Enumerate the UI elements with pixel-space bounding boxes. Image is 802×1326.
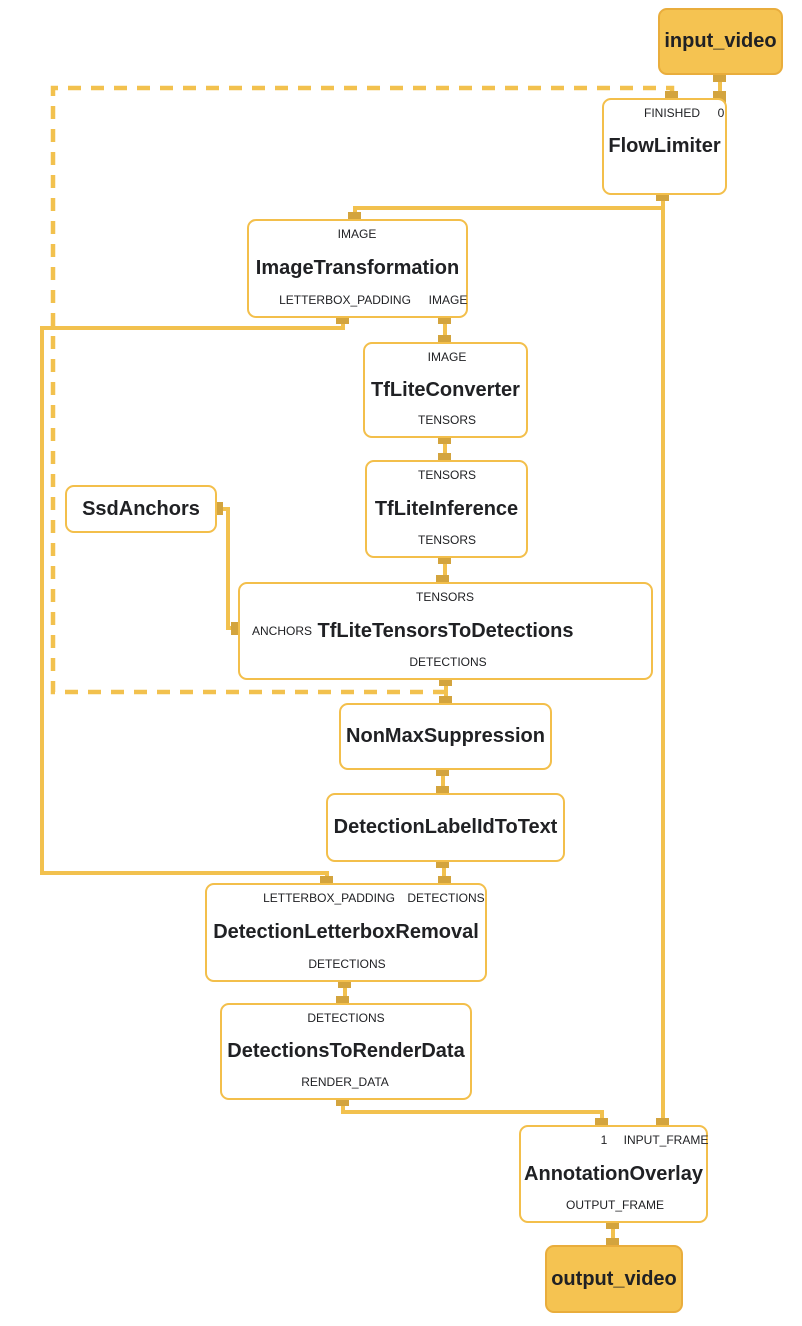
node-ssdanchors-label: SsdAnchors	[82, 497, 200, 520]
node-tfliteinference-label: TfLiteInference	[374, 497, 519, 520]
port-label-detections-in: DETECTIONS	[407, 891, 485, 905]
port-label-image-in: IMAGE	[427, 350, 467, 364]
port-label-detections-out: DETECTIONS	[308, 957, 386, 971]
port-label-tensors-in: TENSORS	[415, 590, 475, 604]
port-label-letterbox-padding-in: LETTERBOX_PADDING	[263, 891, 395, 905]
port-label-tensors-out: TENSORS	[417, 533, 477, 547]
edge-renderdata-to-annotationoverlay	[341, 1100, 604, 1125]
node-input-video-label: input_video	[664, 30, 777, 52]
port-label-image-out: IMAGE	[428, 293, 468, 307]
port-label-tensors-in: TENSORS	[417, 468, 477, 482]
port-label-letterbox-padding-out: LETTERBOX_PADDING	[279, 293, 411, 307]
node-detectionlabelidtotext-label: DetectionLabelIdToText	[333, 816, 558, 838]
node-flowlimiter-label: FlowLimiter	[608, 135, 721, 157]
port-label-detections-in: DETECTIONS	[307, 1011, 385, 1025]
edge-ssdanchors-to-tensorstodetections	[217, 507, 238, 630]
node-imagetransformation[interactable]: IMAGE LETTERBOX_PADDING IMAGE ImageTrans…	[247, 219, 468, 318]
port-label-1-in: 1	[600, 1133, 608, 1147]
node-detectionstorenderdata-label: DetectionsToRenderData	[227, 1040, 465, 1062]
port-label-detections-out: DETECTIONS	[409, 655, 487, 669]
node-output-video[interactable]: output_video	[545, 1245, 683, 1313]
port-label-image-in: IMAGE	[337, 227, 377, 241]
port-label-anchors-in: ANCHORS	[252, 624, 313, 638]
edge-imagetransformation-letterbox-to-letterboxremoval	[40, 318, 345, 883]
node-tfliteconverter[interactable]: IMAGE TENSORS TfLiteConverter	[363, 342, 528, 438]
port-label-output-frame-out: OUTPUT_FRAME	[565, 1198, 665, 1212]
node-detectionletterboxremoval[interactable]: LETTERBOX_PADDING DETECTIONS DETECTIONS …	[205, 883, 487, 982]
port-label-tensors-out: TENSORS	[417, 413, 477, 427]
port-label-0: 0	[717, 106, 725, 120]
port-label-finished: FINISHED	[643, 106, 701, 120]
node-tflitetensorstodetections[interactable]: TENSORS ANCHORS DETECTIONS TfLiteTensors…	[238, 582, 653, 680]
node-ssdanchors[interactable]: SsdAnchors	[65, 485, 217, 533]
node-output-video-label: output_video	[551, 1267, 677, 1290]
node-tflitetensorstodetections-label: TfLiteTensorsToDetections	[317, 619, 574, 642]
node-imagetransformation-label: ImageTransformation	[255, 257, 460, 279]
node-input-video[interactable]: input_video	[658, 8, 783, 75]
port-label-render-data-out: RENDER_DATA	[301, 1075, 389, 1089]
edge-flowlimiter-to-imagetransformation	[353, 206, 663, 219]
node-tfliteinference[interactable]: TENSORS TENSORS TfLiteInference	[365, 460, 528, 558]
port-label-input-frame-in: INPUT_FRAME	[623, 1133, 709, 1147]
node-annotationoverlay-label: AnnotationOverlay	[524, 1162, 703, 1185]
node-nonmaxsuppression-label: NonMaxSuppression	[346, 725, 545, 747]
node-flowlimiter[interactable]: FINISHED 0 FlowLimiter	[602, 98, 727, 195]
node-detectionlabelidtotext[interactable]: DetectionLabelIdToText	[326, 793, 565, 862]
node-annotationoverlay[interactable]: 1 INPUT_FRAME OUTPUT_FRAME AnnotationOve…	[519, 1125, 708, 1223]
node-detectionstorenderdata[interactable]: DETECTIONS RENDER_DATA DetectionsToRende…	[220, 1003, 472, 1100]
node-tfliteconverter-label: TfLiteConverter	[371, 378, 520, 401]
node-detectionletterboxremoval-label: DetectionLetterboxRemoval	[213, 921, 479, 943]
node-nonmaxsuppression[interactable]: NonMaxSuppression	[339, 703, 552, 770]
